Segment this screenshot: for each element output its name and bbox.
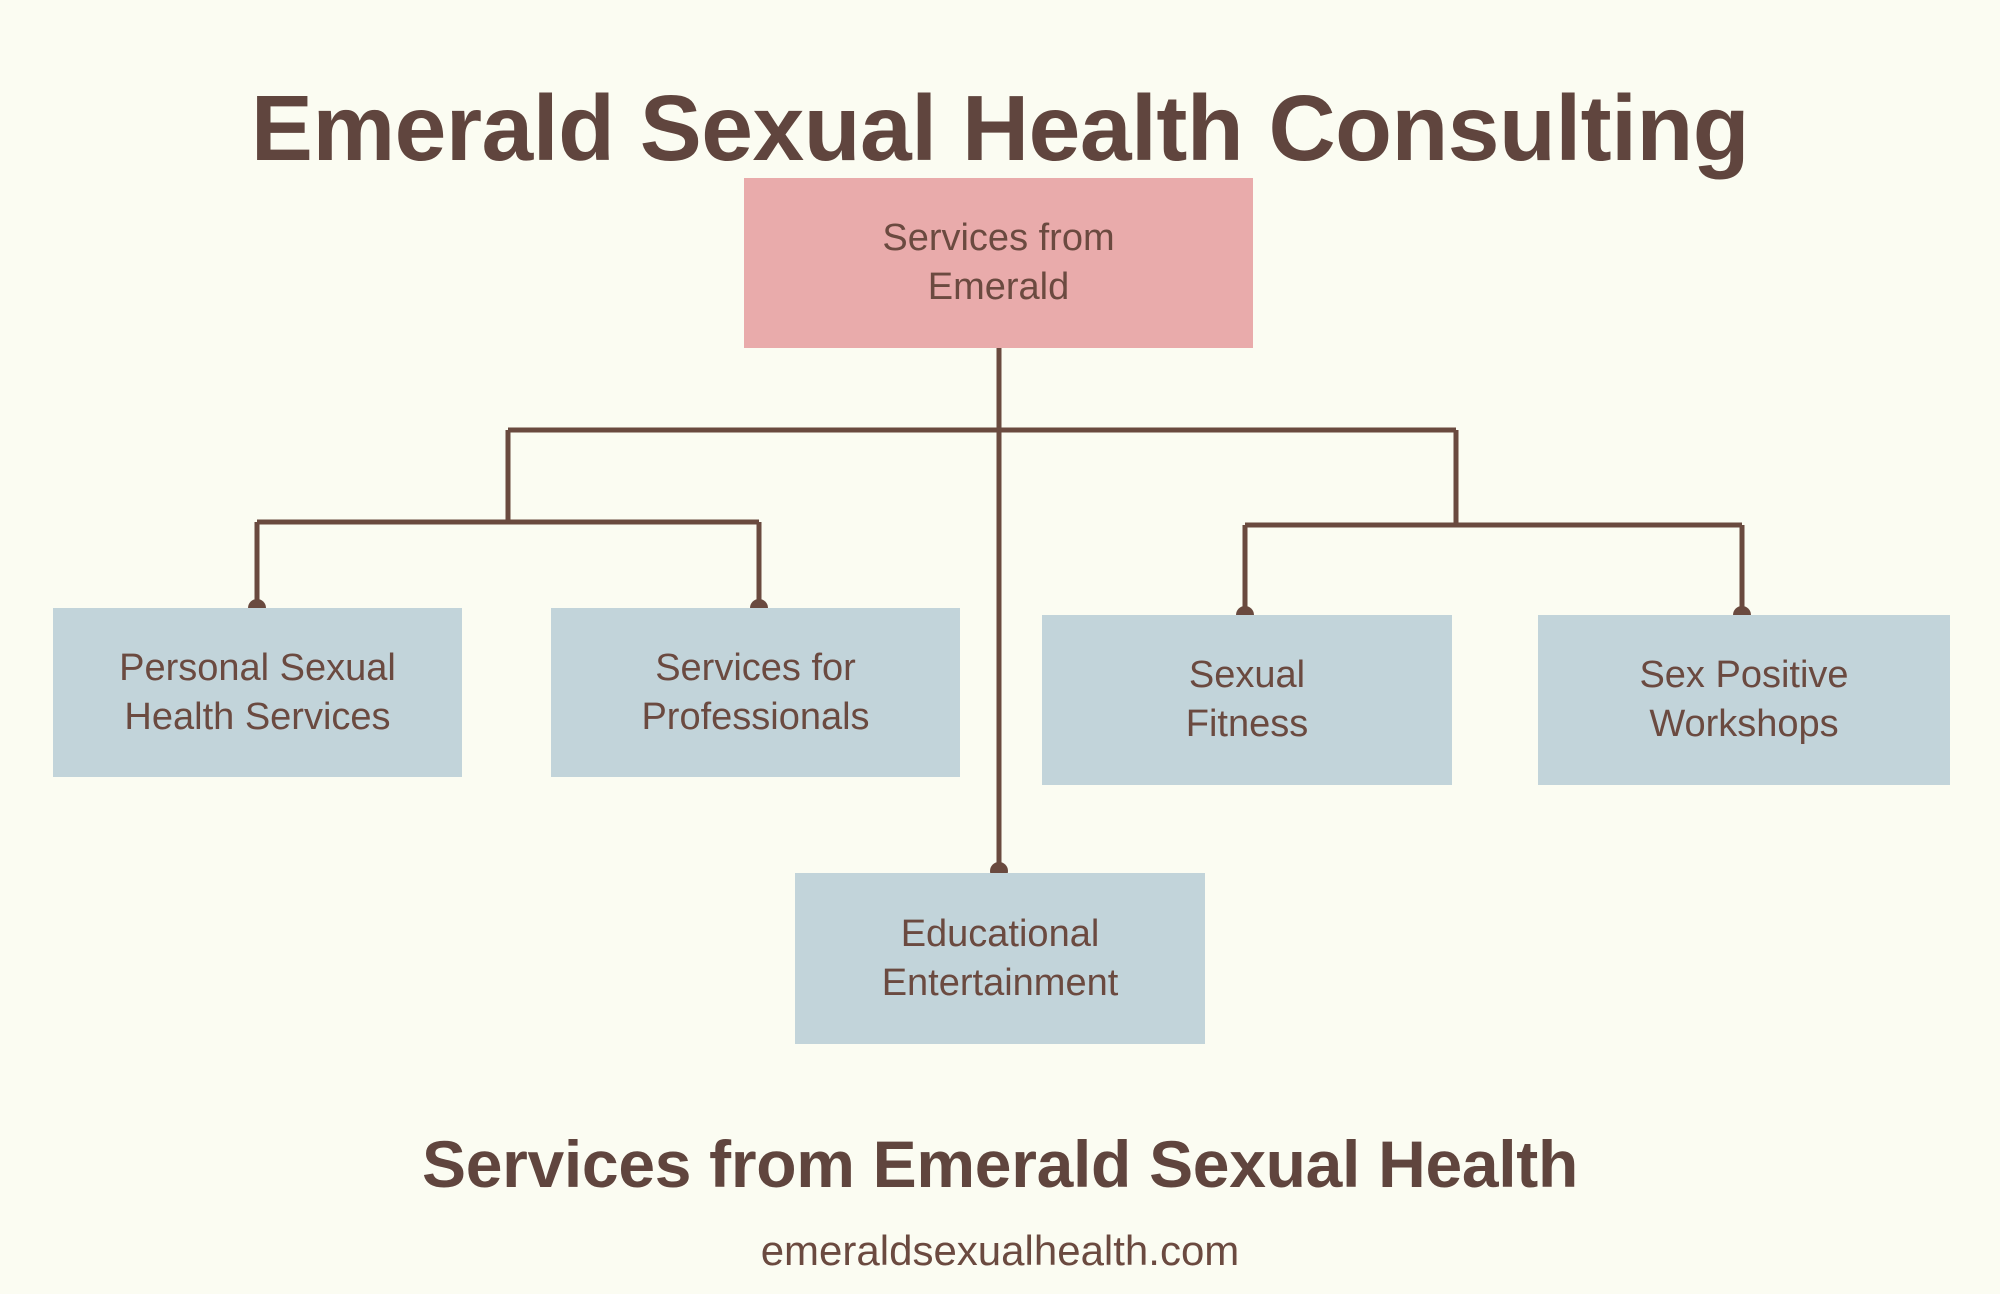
node-label: Sexual Fitness [1185,654,1309,745]
node-label: Sex Positive Workshops [1639,654,1849,745]
connector-dots [248,599,1751,880]
node-services-for-professionals[interactable]: Services for Professionals [551,608,960,777]
node-label: Services from Emerald [882,217,1115,308]
node-label: Personal Sexual Health Services [119,646,396,738]
footer-heading: Services from Emerald Sexual Health [421,1127,1579,1201]
node-label: Educational Entertainment [881,912,1119,1004]
node-services-from-emerald[interactable]: Services from Emerald [744,178,1253,348]
footer-url: emeraldsexualhealth.com [760,1227,1240,1274]
node-educational-entertainment[interactable]: Educational Entertainment [795,873,1205,1044]
node-sexual-fitness[interactable]: Sexual Fitness [1042,615,1452,785]
node-label: Services for Professionals [641,646,870,738]
node-personal-sexual-health-services[interactable]: Personal Sexual Health Services [53,608,462,777]
page-title: Emerald Sexual Health Consulting [250,76,1750,181]
node-sex-positive-workshops[interactable]: Sex Positive Workshops [1538,615,1950,785]
